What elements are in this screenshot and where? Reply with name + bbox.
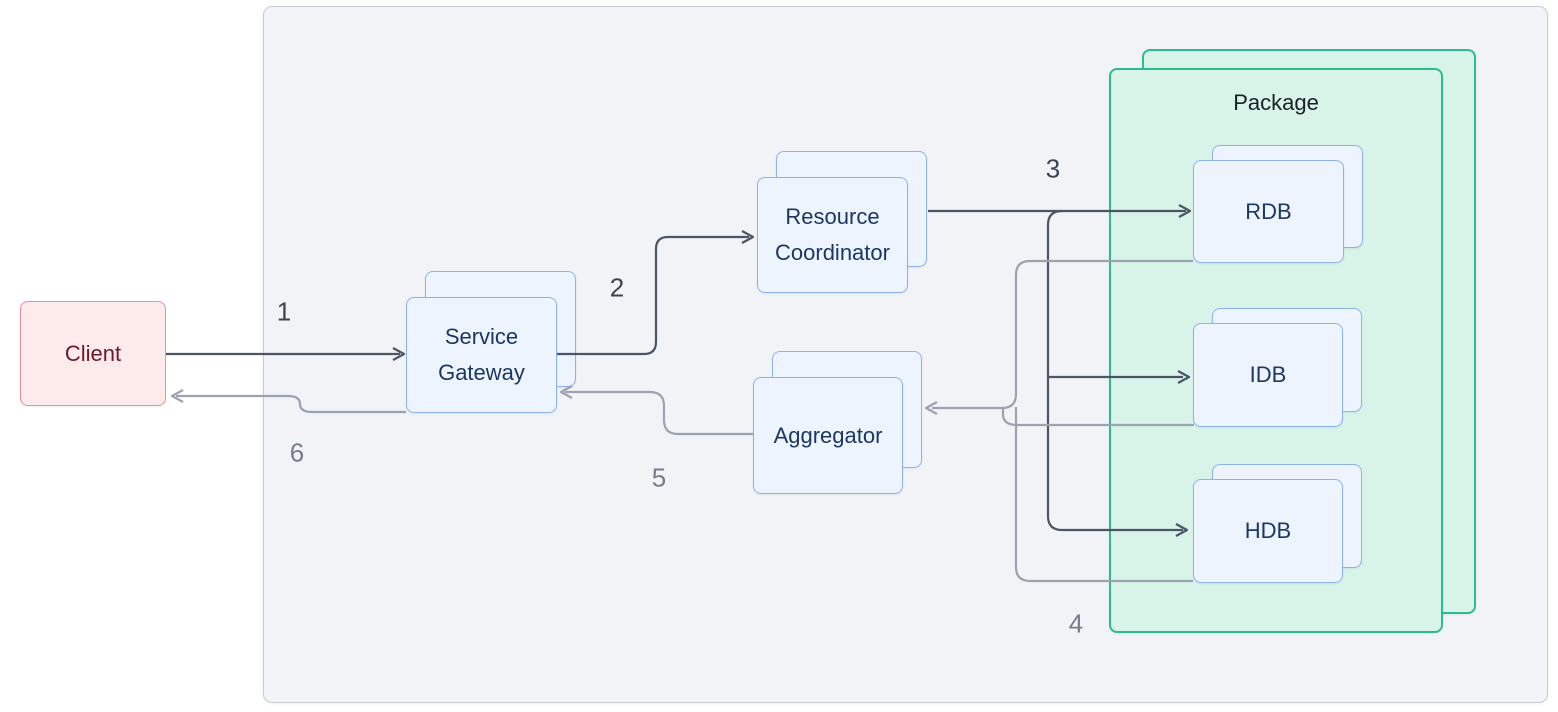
flow-step-5-label: 5 xyxy=(651,462,667,493)
client-label: Client xyxy=(64,340,122,366)
rdb-box: RDB xyxy=(1193,160,1344,263)
package-label: Package xyxy=(1233,90,1319,115)
arrow-6-arrowhead xyxy=(170,389,184,403)
aggregator-box: Aggregator xyxy=(753,377,903,494)
aggregator-label: Aggregator xyxy=(773,422,883,448)
service-gateway-box: Service Gateway xyxy=(406,297,557,413)
hdb-label: HDB xyxy=(1244,518,1292,544)
idb-node: IDB xyxy=(1193,308,1362,427)
rdb-label: RDB xyxy=(1245,198,1292,224)
resource-coordinator-label: Resource Coordinator xyxy=(775,204,890,265)
flow-step-4-label: 4 xyxy=(1068,608,1084,639)
client-box: Client xyxy=(20,301,166,406)
flow-step-2-label: 2 xyxy=(609,272,625,303)
service-gateway-label: Service Gateway xyxy=(438,324,525,385)
rdb-node: RDB xyxy=(1193,145,1363,263)
hdb-node: HDB xyxy=(1193,464,1362,583)
flow-step-1-label: 1 xyxy=(276,296,292,327)
flow-step-6-label: 6 xyxy=(289,437,305,468)
client-node: Client xyxy=(20,301,166,406)
resource-coordinator-box: Resource Coordinator xyxy=(757,177,908,293)
aggregator-node: Aggregator xyxy=(753,351,922,494)
hdb-box: HDB xyxy=(1193,479,1343,583)
service-gateway-node: Service Gateway xyxy=(406,271,576,413)
idb-label: IDB xyxy=(1249,362,1287,388)
idb-box: IDB xyxy=(1193,323,1343,427)
resource-coordinator-node: Resource Coordinator xyxy=(757,151,927,293)
flow-step-3-label: 3 xyxy=(1045,153,1061,184)
